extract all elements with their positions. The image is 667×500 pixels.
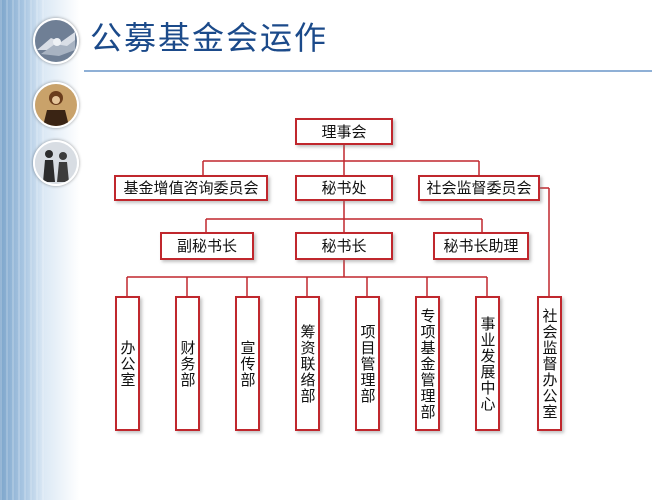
node-dept-development-center: 事业发展中心: [475, 296, 500, 431]
node-secretary-general: 秘书长: [295, 232, 393, 260]
node-dept-projects: 项目管理部: [355, 296, 380, 431]
node-supervisory-committee: 社会监督委员会: [418, 175, 540, 201]
node-dept-special-funds: 专项基金管理部: [415, 296, 440, 431]
handshake-photo-icon: [33, 18, 79, 64]
business-people-photo-icon: [33, 82, 79, 128]
node-secretary-general-assistant: 秘书长助理: [433, 232, 529, 260]
sidebar-decoration: [0, 0, 80, 500]
node-secretariat: 秘书处: [295, 175, 393, 201]
node-deputy-secretary-general: 副秘书长: [160, 232, 254, 260]
node-dept-supervision-office: 社会监督办公室: [537, 296, 562, 431]
node-dept-publicity: 宣传部: [235, 296, 260, 431]
team-photo-icon: [33, 140, 79, 186]
title-divider: [84, 70, 652, 72]
node-dept-finance: 财务部: [175, 296, 200, 431]
node-dept-fundraising: 筹资联络部: [295, 296, 320, 431]
node-board: 理事会: [295, 118, 393, 145]
node-dept-office: 办公室: [115, 296, 140, 431]
node-investment-committee: 基金增值咨询委员会: [114, 175, 268, 201]
page-title: 公募基金会运作: [90, 19, 329, 57]
